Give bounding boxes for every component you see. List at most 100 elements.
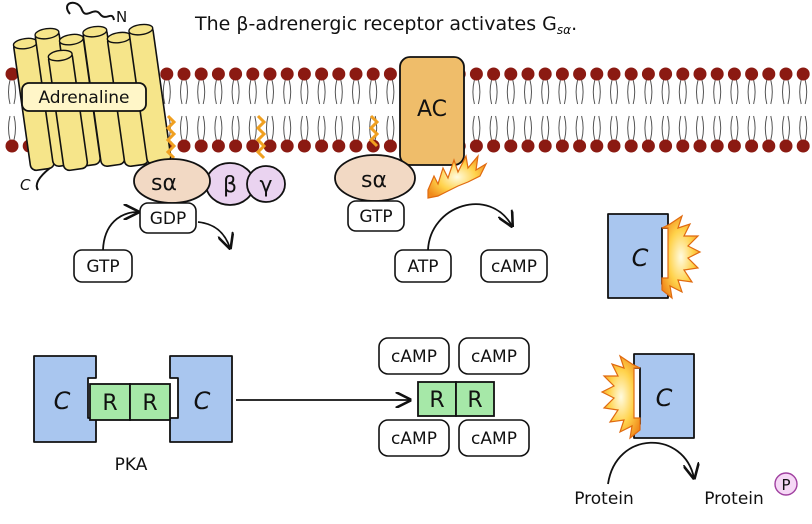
lipid-tail (730, 115, 739, 141)
lipid-tail (764, 115, 773, 141)
lipid-tail (713, 79, 722, 105)
lipid-head (624, 139, 638, 153)
lipid-head (624, 67, 638, 81)
active-g-alpha-anchor (368, 114, 380, 148)
pka-catalytic-left-label: C (54, 387, 71, 415)
lipid-tail (696, 79, 704, 105)
lipid-tail (747, 115, 756, 141)
lipid-head (469, 139, 483, 153)
lipid-tail (317, 79, 326, 105)
lipid-tail (231, 115, 240, 141)
camp-product-box (480, 249, 548, 283)
lipid-tail (248, 115, 257, 141)
lipid-head (607, 139, 621, 153)
protein-product-label: Protein (704, 489, 764, 509)
lipid-tail (197, 115, 206, 141)
gtp-bound-label: GTP (359, 207, 392, 227)
lipid-tail (558, 79, 567, 105)
lipid-head (211, 139, 225, 153)
lipid-head (383, 67, 397, 81)
lipid-head (366, 67, 380, 81)
lipid-tail (730, 79, 739, 105)
lipid-head (796, 139, 810, 153)
lipid-head (297, 139, 311, 153)
adenylyl-cyclase (399, 56, 465, 166)
lipid-tail (541, 115, 550, 141)
receptor-n-terminal-loop (66, 1, 115, 21)
g-gamma-subunit (246, 165, 286, 203)
pka-name-label: PKA (115, 455, 148, 475)
adrenaline-ligand-box (21, 82, 147, 112)
camp-label-top-right: cAMP (471, 347, 517, 367)
lipid-head (349, 139, 363, 153)
lipid-head (745, 139, 759, 153)
lipid-head (160, 67, 174, 81)
ac-active-site-flare (427, 153, 488, 199)
camp-label-bottom-right: cAMP (471, 429, 517, 449)
lipid-tail (386, 115, 395, 141)
lipid-head (641, 139, 655, 153)
lipid-tail (180, 115, 188, 141)
lipid-head (607, 67, 621, 81)
lipid-head (5, 67, 19, 81)
lipid-tail (266, 79, 274, 105)
lipid-tail (575, 79, 584, 105)
lipid-head (762, 139, 776, 153)
lipid-head (229, 67, 243, 81)
gdp-box (139, 202, 197, 234)
protein-substrate-label: Protein (574, 489, 634, 509)
lipid-head (710, 139, 724, 153)
lipid-head (315, 67, 329, 81)
lipid-head (521, 139, 535, 153)
lipid-tail (558, 115, 567, 141)
lipid-tail (696, 115, 704, 141)
lipid-tail (300, 115, 309, 141)
lipid-head (538, 139, 552, 153)
released-regulatory-left-label: R (429, 388, 444, 413)
lipid-tail (610, 115, 618, 141)
lipid-head (246, 67, 260, 81)
lipid-tail (489, 115, 498, 141)
lipid-head (332, 139, 346, 153)
lipid-tail (592, 115, 601, 141)
lipid-tail (782, 79, 790, 105)
lipid-head (659, 139, 673, 153)
camp-label-bottom-left: cAMP (391, 429, 437, 449)
active-catalytic-label: C (656, 384, 673, 412)
lipid-head (469, 67, 483, 81)
lipid-tail (506, 79, 515, 105)
lipid-tail (180, 79, 188, 105)
lipid-head (504, 67, 518, 81)
lipid-head (573, 67, 587, 81)
lipid-tail (627, 115, 636, 141)
lipid-head (745, 67, 759, 81)
lipid-tail (799, 115, 808, 141)
adrenaline-label: Adrenaline (38, 88, 129, 108)
inactive-g-protein: sα β γ GDP GTP (73, 158, 286, 283)
camp-box-bottom-right (458, 419, 530, 457)
lipid-head (676, 67, 690, 81)
gtp-bound-box (347, 200, 405, 232)
lipid-head (332, 67, 346, 81)
lipid-tail (678, 79, 687, 105)
lipid-head (504, 139, 518, 153)
lipid-tail (214, 115, 223, 141)
lipid-head (590, 139, 604, 153)
lipid-tail (214, 79, 223, 105)
receptor-n-terminus-label: N (116, 8, 127, 26)
lipid-head (246, 139, 260, 153)
lipid-tail (283, 115, 292, 141)
released-regulatory-right-label: R (467, 388, 482, 413)
lipid-tail (592, 79, 601, 105)
lipid-head (796, 67, 810, 81)
g-gamma-anchor (255, 114, 267, 160)
active-g-alpha-label: sα (361, 168, 387, 193)
lipid-tail (472, 79, 481, 105)
lipid-tail (352, 115, 360, 141)
lipid-tail (283, 79, 292, 105)
lipid-head (710, 67, 724, 81)
g-alpha-label: sα (151, 171, 177, 196)
lipid-head (727, 139, 741, 153)
lipid-tail (489, 79, 498, 105)
lipid-head (590, 67, 604, 81)
